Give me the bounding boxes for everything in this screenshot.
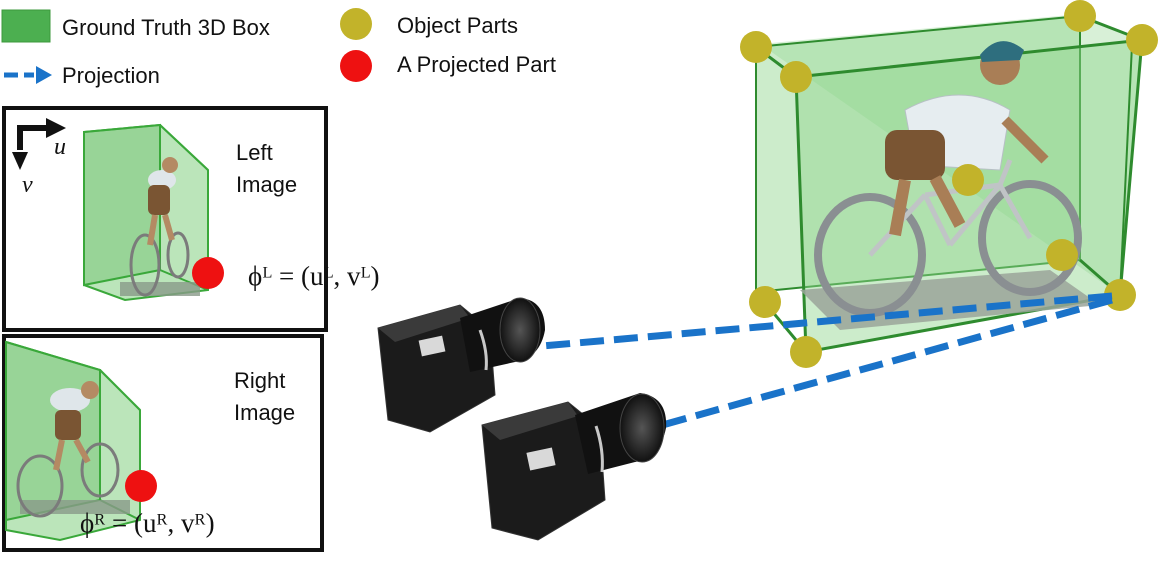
object-part-dot (1126, 24, 1158, 56)
object-part-dot (740, 31, 772, 63)
legend-projection-label: Projection (62, 63, 160, 88)
object-part-dot (1064, 0, 1096, 32)
legend-box-swatch (1, 9, 51, 43)
right-projected-part-dot (125, 470, 157, 502)
legend-projected-part-dot-icon (340, 50, 372, 82)
left-camera-icon (377, 297, 545, 433)
projection-arrow-right (616, 296, 1113, 444)
right-cyclist-icon (16, 381, 130, 518)
legend-projected-part-label: A Projected Part (397, 52, 556, 77)
projection-arrows (494, 292, 1113, 444)
right-panel-title-line1: Right (234, 368, 285, 393)
object-part-dot (780, 61, 812, 93)
right-formula: ϕᴿ = (uᴿ, vᴿ) (80, 508, 215, 538)
axis-v-label: v (22, 172, 33, 198)
left-image-panel: u v Left Image (2, 106, 328, 332)
object-part-dot (952, 164, 984, 196)
legend-box-label: Ground Truth 3D Box (62, 15, 270, 40)
legend-parts-label: Object Parts (397, 13, 518, 38)
left-projected-part-dot (192, 257, 224, 289)
left-panel-title-line1: Left (236, 140, 273, 165)
cyclist-3d-model-icon (800, 41, 1100, 330)
object-part-dot (749, 286, 781, 318)
legend: Ground Truth 3D Box Projection Object Pa… (1, 8, 556, 88)
legend-part-dot-icon (340, 8, 372, 40)
right-image-panel: Right Image ϕᴿ = (uᴿ, vᴿ) (2, 334, 324, 552)
left-cyclist-icon (120, 157, 200, 297)
right-camera-icon (481, 393, 667, 541)
object-part-dot (1046, 239, 1078, 271)
axis-u-label: u (54, 134, 66, 160)
object-part-dot (790, 336, 822, 368)
right-panel-title-line2: Image (234, 400, 295, 425)
left-formula: ϕᴸ = (uᴸ, vᴸ) (248, 261, 379, 291)
left-projected-box (83, 123, 209, 302)
object-parts (740, 0, 1158, 368)
uv-axes-icon (12, 118, 66, 170)
left-panel-title-line2: Image (236, 172, 297, 197)
legend-projection-arrow-icon (4, 66, 52, 84)
